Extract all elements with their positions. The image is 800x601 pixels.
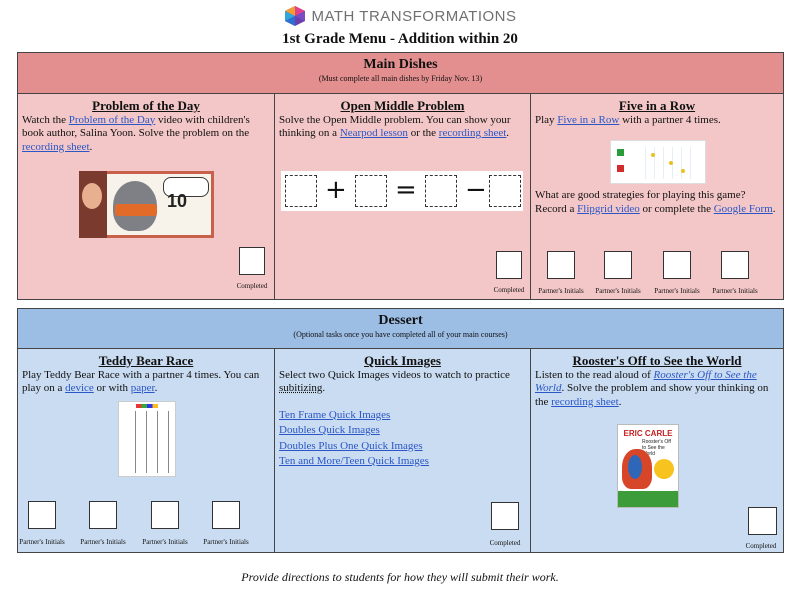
- five-in-a-row-text-1: Play Five in a Row with a partner 4 time…: [535, 113, 721, 126]
- equation-blank: [425, 175, 457, 207]
- main-dishes-header: Main Dishes (Must complete all main dish…: [18, 53, 783, 94]
- flipgrid-video-link[interactable]: Flipgrid video: [577, 202, 640, 215]
- teddy-bear-race-title: Teddy Bear Race: [98, 353, 194, 368]
- equation-blank: [285, 175, 317, 207]
- rooster-text: Listen to the read aloud of Rooster's Of…: [535, 368, 769, 408]
- nearpod-lesson-link[interactable]: Nearpod lesson: [339, 127, 408, 139]
- teddy-bear-race-text: Play Teddy Bear Race with a partner 4 ti…: [22, 368, 260, 395]
- completed-label: Completed: [236, 282, 268, 290]
- math-transformations-logo-icon: [284, 6, 305, 26]
- dessert-subtitle: (Optional tasks once you have completed …: [293, 330, 508, 339]
- dessert-header: Dessert (Optional tasks once you have co…: [18, 309, 783, 349]
- subitizing-term: subitizing: [279, 382, 323, 394]
- plus-symbol: +: [325, 175, 347, 205]
- five-in-a-row-title: Five in a Row: [618, 98, 696, 113]
- google-form-link[interactable]: Google Form: [713, 202, 773, 215]
- page-title: 1st Grade Menu - Addition within 20: [282, 31, 518, 47]
- teddy-bear-race-board-image: [118, 401, 176, 477]
- completed-checkbox[interactable]: [491, 502, 519, 530]
- brand-text: MATH TRANSFORMATIONS: [311, 7, 517, 25]
- five-in-a-row-link[interactable]: Five in a Row: [557, 113, 620, 126]
- quick-images-title: Quick Images: [364, 353, 441, 368]
- open-middle-problem-cell: Open Middle Problem Solve the Open Middl…: [275, 94, 530, 299]
- doubles-plus-one-quick-images-link[interactable]: Doubles Plus One Quick Images: [279, 439, 423, 452]
- footer-instructions: Provide directions to students for how t…: [241, 570, 559, 584]
- omp-recording-sheet-link[interactable]: recording sheet: [438, 127, 507, 139]
- minus-symbol: −: [465, 175, 487, 205]
- completed-label: Completed: [493, 286, 525, 294]
- main-dishes-subtitle: (Must complete all main dishes by Friday…: [318, 74, 483, 83]
- rooster-recording-sheet-link[interactable]: recording sheet: [551, 395, 619, 408]
- partner-initials-label: Partner's Initials: [19, 538, 65, 546]
- partner-initials-box[interactable]: [547, 251, 575, 279]
- open-middle-equation: + = −: [281, 171, 523, 211]
- partner-initials-label: Partner's Initials: [203, 538, 249, 546]
- ten-and-more-teen-quick-images-link[interactable]: Ten and More/Teen Quick Images: [279, 455, 429, 467]
- partner-initials-label: Partner's Initials: [80, 538, 126, 546]
- partner-initials-box[interactable]: [28, 501, 56, 529]
- completed-checkbox[interactable]: [496, 251, 522, 279]
- completed-label: Completed: [745, 542, 777, 550]
- completed-checkbox[interactable]: [239, 247, 265, 275]
- paper-link[interactable]: paper: [130, 382, 155, 394]
- problem-of-the-day-image: 10: [79, 171, 214, 238]
- completed-label: Completed: [489, 539, 521, 547]
- partner-initials-box[interactable]: [604, 251, 632, 279]
- problem-of-the-day-text: Watch the Problem of the Day video with …: [22, 113, 250, 153]
- problem-of-the-day-cell: Problem of the Day Watch the Problem of …: [18, 94, 274, 299]
- five-in-a-row-game-image: [610, 140, 706, 184]
- partner-initials-box[interactable]: [89, 501, 117, 529]
- doubles-quick-images-link[interactable]: Doubles Quick Images: [279, 424, 380, 436]
- partner-initials-label: Partner's Initials: [712, 287, 758, 295]
- five-in-a-row-cell: Five in a Row Play Five in a Row with a …: [531, 94, 783, 299]
- open-middle-problem-title: Open Middle Problem: [340, 98, 465, 113]
- quick-images-cell: Quick Images Select two Quick Images vid…: [275, 349, 530, 552]
- partner-initials-box[interactable]: [151, 501, 179, 529]
- partner-initials-label: Partner's Initials: [538, 287, 584, 295]
- partner-initials-box[interactable]: [663, 251, 691, 279]
- partner-initials-box[interactable]: [212, 501, 240, 529]
- partner-initials-label: Partner's Initials: [595, 287, 641, 295]
- teddy-bear-race-cell: Teddy Bear Race Play Teddy Bear Race wit…: [18, 349, 274, 552]
- problem-of-the-day-title: Problem of the Day: [92, 98, 200, 113]
- problem-of-the-day-video-link[interactable]: Problem of the Day: [68, 113, 156, 126]
- dessert-section: Dessert (Optional tasks once you have co…: [17, 308, 784, 553]
- equals-symbol: =: [395, 175, 417, 205]
- five-in-a-row-text-2: What are good strategies for playing thi…: [535, 189, 776, 215]
- ten-frame-quick-images-link[interactable]: Ten Frame Quick Images: [279, 408, 391, 421]
- main-dishes-title: Main Dishes: [363, 57, 438, 72]
- partner-initials-box[interactable]: [721, 251, 749, 279]
- rooster-book-cover-image: ERIC CARLE Rooster's Off to See the Worl…: [617, 424, 679, 508]
- device-link[interactable]: device: [65, 382, 94, 394]
- rooster-cell: Rooster's Off to See the World Listen to…: [531, 349, 783, 552]
- quick-images-text: Select two Quick Images videos to watch …: [279, 368, 510, 395]
- brand-header: MATH TRANSFORMATIONS: [0, 4, 800, 28]
- main-dishes-section: Main Dishes (Must complete all main dish…: [17, 52, 784, 300]
- potd-image-number: 10: [167, 191, 188, 211]
- dessert-title: Dessert: [378, 313, 423, 328]
- rooster-title: Rooster's Off to See the World: [572, 353, 742, 368]
- quick-images-link-list: Ten Frame Quick Images Doubles Quick Ima…: [279, 409, 526, 469]
- open-middle-problem-text: Solve the Open Middle problem. You can s…: [279, 113, 511, 140]
- partner-initials-label: Partner's Initials: [142, 538, 188, 546]
- equation-blank: [489, 175, 521, 207]
- partner-initials-label: Partner's Initials: [654, 287, 700, 295]
- completed-checkbox[interactable]: [748, 507, 777, 535]
- equation-blank: [355, 175, 387, 207]
- rooster-read-aloud-link[interactable]: Rooster's Off to See the World: [535, 368, 757, 395]
- potd-recording-sheet-link[interactable]: recording sheet: [22, 140, 90, 153]
- book-author: ERIC CARLE: [623, 429, 673, 438]
